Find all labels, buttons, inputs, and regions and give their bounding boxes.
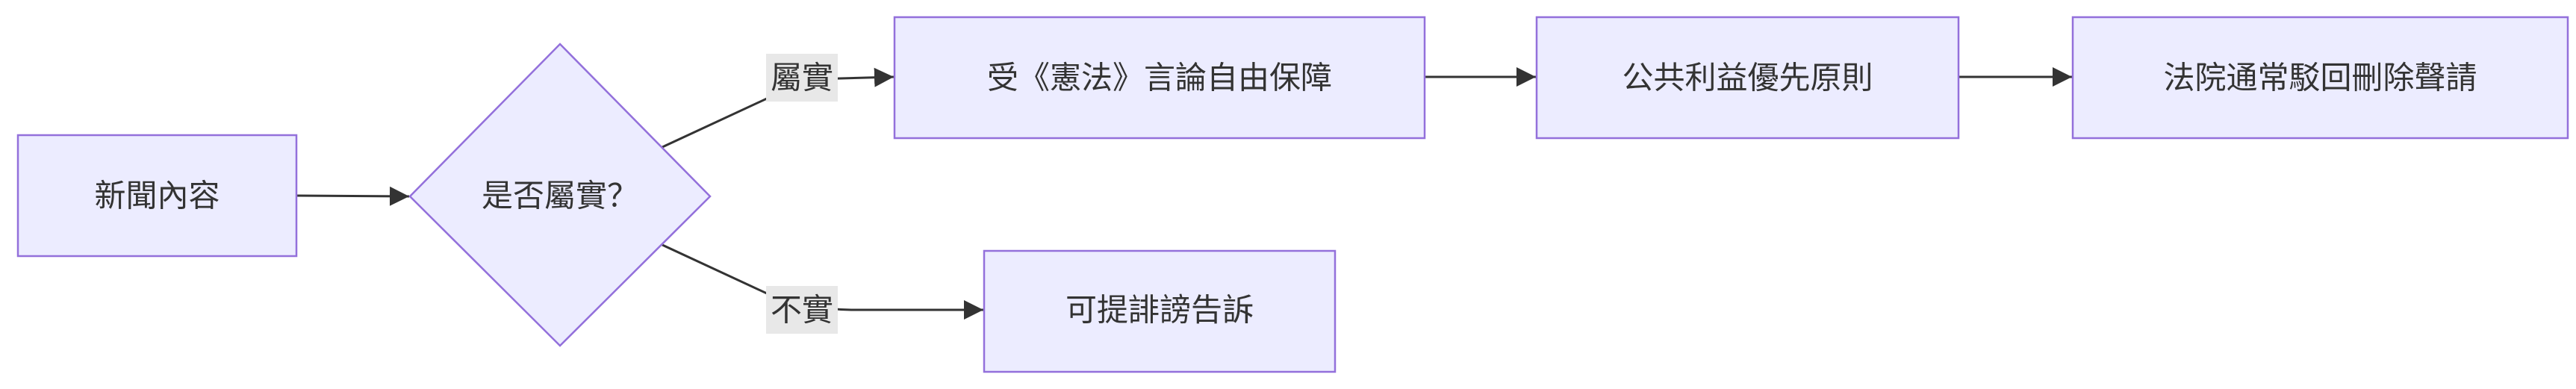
node-defamation-label: 可提誹謗告訴: [1065, 292, 1254, 329]
node-decision-label: 是否屬實？: [482, 178, 638, 214]
edge-label-false: 不實: [766, 286, 838, 334]
node-news-content-label: 新聞內容: [94, 178, 220, 214]
node-constitution: 受《憲法》言論自由保障: [893, 16, 1426, 140]
edge-label-true-text: 屬實: [771, 60, 833, 96]
node-constitution-label: 受《憲法》言論自由保障: [987, 60, 1332, 96]
node-public-interest: 公共利益優先原則: [1535, 16, 1960, 140]
node-news-content: 新聞內容: [16, 134, 298, 258]
node-defamation: 可提誹謗告訴: [983, 249, 1337, 373]
edge-label-false-text: 不實: [771, 292, 833, 329]
edge-label-true: 屬實: [766, 54, 838, 102]
node-public-interest-label: 公共利益優先原則: [1622, 60, 1873, 96]
node-decision-is-true: 是否屬實？: [408, 43, 712, 347]
node-court-rejects: 法院通常駁回刪除聲請: [2071, 16, 2569, 140]
node-court-rejects-label: 法院通常駁回刪除聲請: [2163, 60, 2477, 96]
